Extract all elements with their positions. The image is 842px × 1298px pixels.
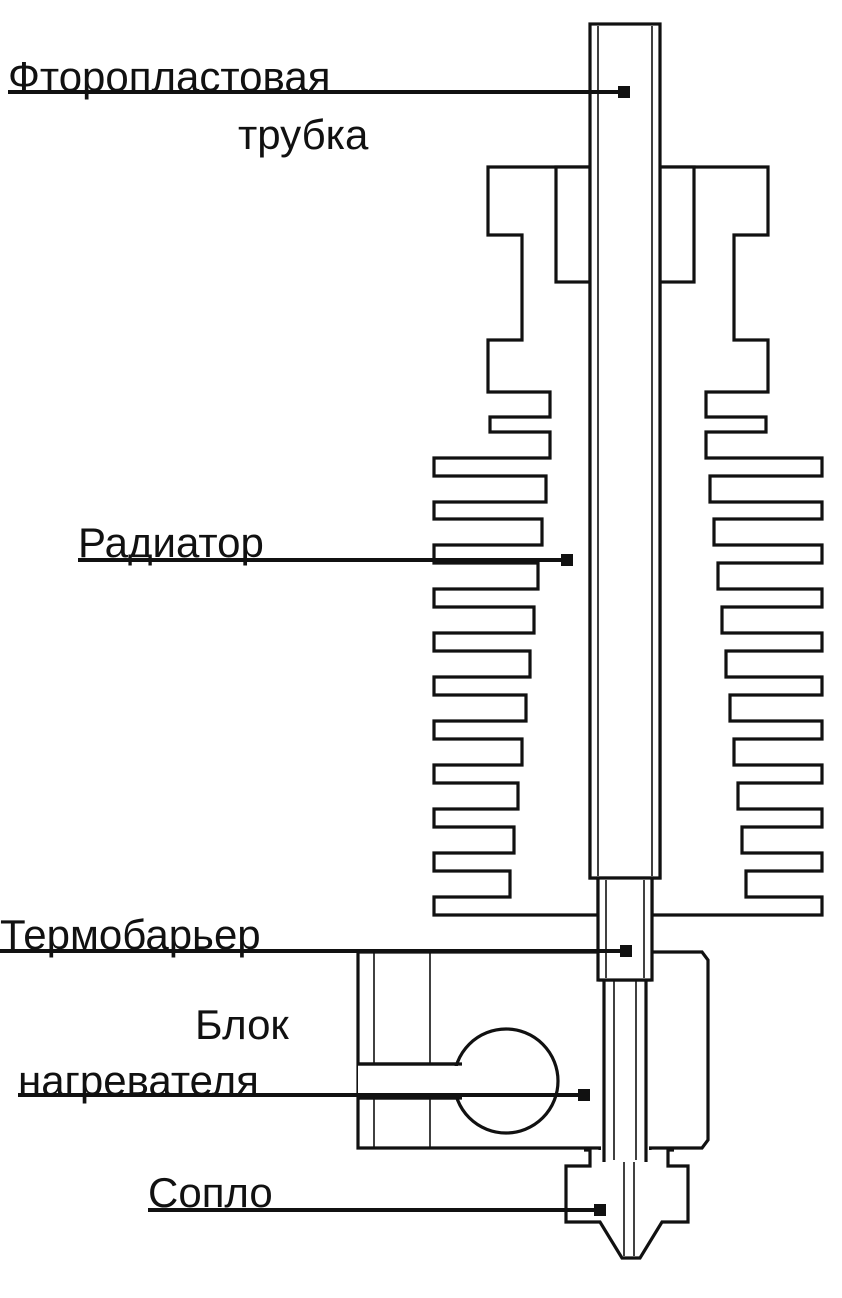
label-heater-block-line1: Блок [195,1001,289,1048]
heatbreak-outline [596,876,654,982]
coupler-left-recess [554,165,592,284]
label-heater-block-line2: нагревателя [18,1057,259,1104]
leader-heatbreak-dot [620,945,632,957]
label-heatbreak: Термобарьер [0,911,261,958]
heatsink-left-outline [432,165,600,917]
nozzle-outline [564,1148,690,1260]
heatsink-right-outline [650,165,824,917]
leader-ptfe-tube-dot [618,86,630,98]
label-ptfe-tube-line2: трубка [238,111,369,158]
label-heatsink: Радиатор [78,519,264,566]
coupler-right-recess [658,165,696,284]
leader-heatsink-dot [561,554,573,566]
leader-nozzle-dot [594,1204,606,1216]
slot-cover [360,1066,472,1096]
label-ptfe-tube-line1: Фторопластовая [8,53,331,100]
leader-heater-block-dot [578,1089,590,1101]
filament-bore [601,982,649,1160]
ptfe-tube-outline [588,22,662,880]
label-nozzle: Сопло [148,1169,273,1216]
